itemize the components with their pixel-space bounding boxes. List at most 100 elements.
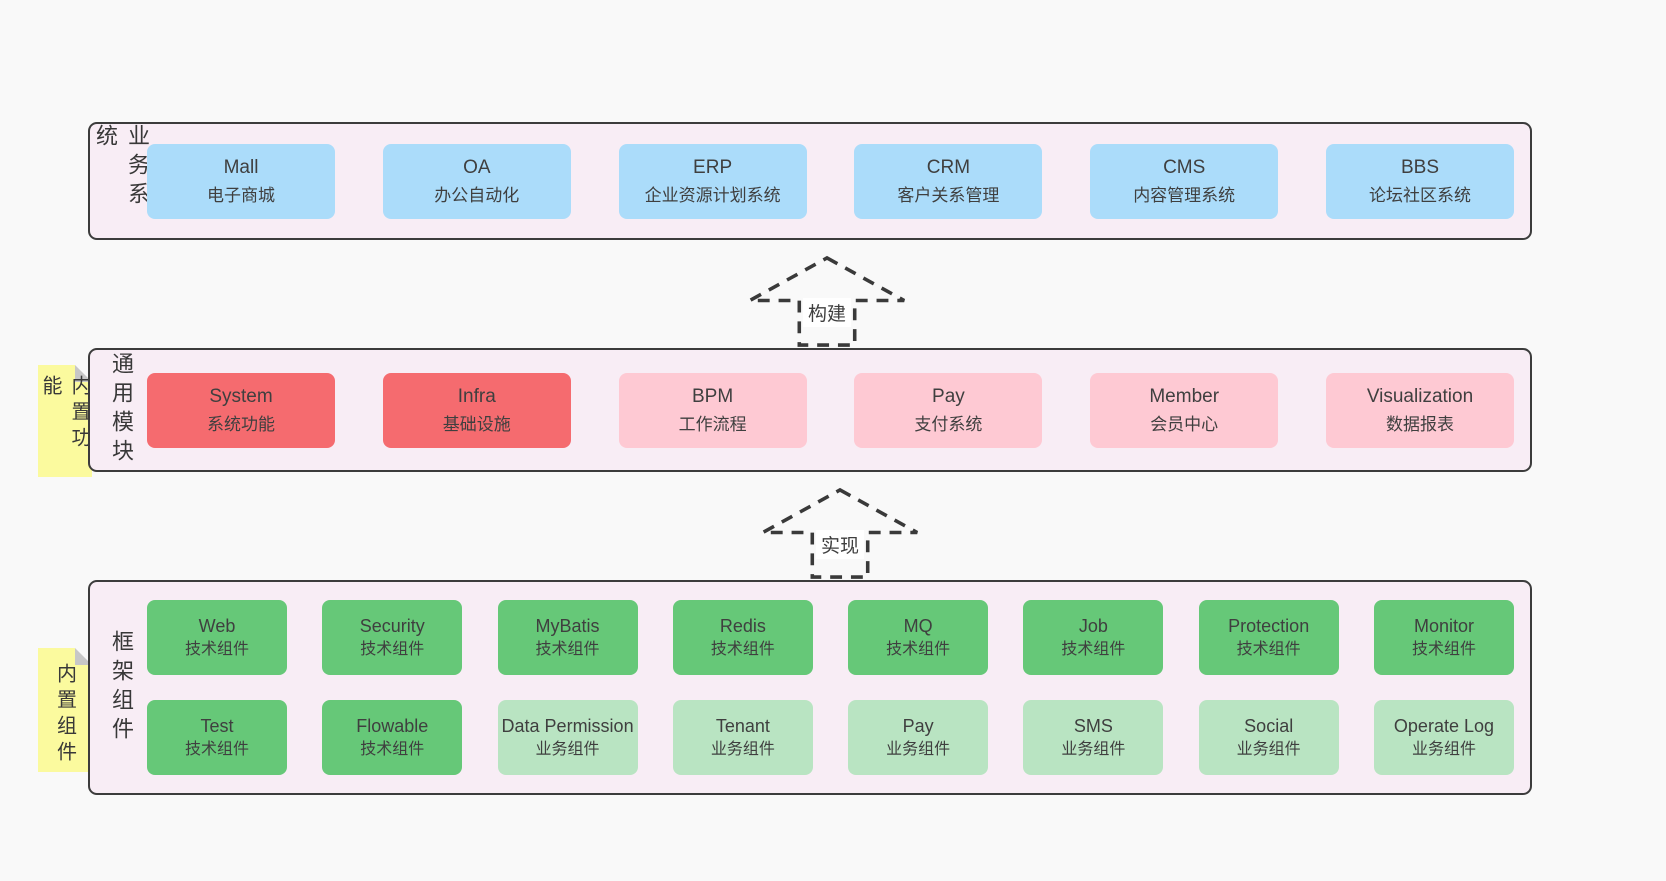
box-title: Infra bbox=[457, 386, 496, 407]
module-box-erp: ERP 企业资源计划系统 bbox=[618, 143, 807, 219]
dashed-up-arrow-icon bbox=[761, 487, 919, 579]
box-title: Member bbox=[1149, 386, 1220, 407]
module-box-member: Member 会员中心 bbox=[1090, 372, 1279, 448]
box-subtitle: 系统功能 bbox=[207, 414, 275, 434]
box-title: Visualization bbox=[1366, 386, 1474, 407]
box-title: MQ bbox=[903, 615, 933, 636]
box-subtitle: 技术组件 bbox=[535, 641, 600, 659]
box-title: MyBatis bbox=[535, 615, 600, 636]
box-title: Mall bbox=[223, 157, 259, 178]
box-subtitle: 技术组件 bbox=[184, 641, 249, 659]
box-subtitle: 业务组件 bbox=[1236, 741, 1301, 759]
sticky-note-text: 内置功能 bbox=[39, 375, 90, 453]
box-title: Monitor bbox=[1413, 615, 1474, 636]
box-title: Security bbox=[359, 615, 425, 636]
box-subtitle: 客户关系管理 bbox=[897, 185, 1000, 205]
box-subtitle: 论坛社区系统 bbox=[1368, 185, 1471, 205]
box-subtitle: 业务组件 bbox=[1411, 741, 1476, 759]
box-subtitle: 技术组件 bbox=[360, 741, 425, 759]
box-title: CRM bbox=[926, 157, 971, 178]
dashed-up-arrow-icon bbox=[748, 255, 906, 347]
box-title: Redis bbox=[719, 615, 766, 636]
box-subtitle: 支付系统 bbox=[914, 414, 983, 434]
box-subtitle: 会员中心 bbox=[1150, 414, 1219, 434]
panel-business-systems: 业务系统 Mall 电子商城 OA 办公自动化 ERP 企业资源计划系统 CRM 客户关系管理… bbox=[88, 122, 1532, 240]
section-label-framework-components: 框架组件 bbox=[109, 629, 134, 746]
module-box-flowable: Flowable 技术组件 bbox=[322, 700, 463, 775]
arrow-implement-label: 实现 bbox=[815, 530, 865, 559]
box-subtitle: 内容管理系统 bbox=[1133, 185, 1236, 205]
module-box-tenant: Tenant 业务组件 bbox=[672, 700, 813, 775]
module-box-infra: Infra 基础设施 bbox=[382, 372, 571, 448]
box-title: System bbox=[209, 386, 273, 407]
box-title: SMS bbox=[1073, 715, 1113, 736]
box-subtitle: 企业资源计划系统 bbox=[644, 185, 781, 205]
module-box-mybatis: MyBatis 技术组件 bbox=[497, 600, 638, 675]
module-box-mall: Mall 电子商城 bbox=[147, 143, 335, 219]
business-systems-rows: Mall 电子商城 OA 办公自动化 ERP 企业资源计划系统 CRM 客户关系管理 CMS 内容… bbox=[147, 124, 1514, 238]
module-box-sms: SMS 业务组件 bbox=[1023, 700, 1164, 775]
box-subtitle: 基础设施 bbox=[442, 414, 511, 434]
module-box-mq: MQ 技术组件 bbox=[848, 600, 989, 675]
module-box-bbs: BBS 论坛社区系统 bbox=[1325, 143, 1514, 219]
sticky-note-built-in-components: 内置组件 bbox=[38, 648, 92, 772]
module-box-crm: CRM 客户关系管理 bbox=[854, 143, 1043, 219]
section-label-business-systems: 业务系统 bbox=[93, 124, 150, 211]
arrow-build-label: 构建 bbox=[802, 298, 852, 327]
box-title: BBS bbox=[1400, 157, 1439, 178]
box-subtitle: 技术组件 bbox=[886, 641, 951, 659]
box-subtitle: 技术组件 bbox=[1411, 641, 1476, 659]
box-subtitle: 工作流程 bbox=[678, 414, 747, 434]
module-box-cms: CMS 内容管理系统 bbox=[1090, 143, 1279, 219]
box-title: ERP bbox=[693, 157, 733, 178]
module-box-redis: Redis 技术组件 bbox=[672, 600, 813, 675]
sticky-note-text: 内置组件 bbox=[53, 663, 76, 767]
box-title: Web bbox=[198, 615, 236, 636]
box-title: Operate Log bbox=[1393, 715, 1494, 736]
module-box-operate-log: Operate Log 业务组件 bbox=[1373, 700, 1514, 775]
box-row: Mall 电子商城 OA 办公自动化 ERP 企业资源计划系统 CRM 客户关系管理 CMS 内容… bbox=[147, 143, 1514, 219]
module-box-bpm: BPM 工作流程 bbox=[618, 372, 807, 448]
box-title: Test bbox=[200, 715, 234, 736]
box-title: Job bbox=[1078, 615, 1108, 636]
box-title: Protection bbox=[1228, 615, 1310, 636]
module-box-visualization: Visualization 数据报表 bbox=[1325, 372, 1514, 448]
box-title: OA bbox=[463, 157, 491, 178]
arrow-implement: 实现 bbox=[750, 486, 930, 581]
module-box-pay: Pay 业务组件 bbox=[848, 700, 989, 775]
box-subtitle: 技术组件 bbox=[710, 641, 775, 659]
module-box-social: Social 业务组件 bbox=[1198, 700, 1339, 775]
box-subtitle: 业务组件 bbox=[710, 741, 775, 759]
box-title: Flowable bbox=[356, 715, 429, 736]
box-title: Tenant bbox=[715, 715, 770, 736]
box-subtitle: 业务组件 bbox=[886, 741, 951, 759]
box-title: BPM bbox=[692, 386, 734, 407]
box-subtitle: 技术组件 bbox=[1061, 641, 1126, 659]
box-subtitle: 数据报表 bbox=[1385, 414, 1454, 434]
module-box-web: Web 技术组件 bbox=[147, 600, 287, 675]
module-box-job: Job 技术组件 bbox=[1023, 600, 1164, 675]
module-box-system: System 系统功能 bbox=[147, 372, 335, 448]
box-title: Pay bbox=[902, 715, 934, 736]
box-subtitle: 办公自动化 bbox=[434, 185, 520, 205]
section-label-common-modules: 通用模块 bbox=[109, 352, 134, 468]
box-subtitle: 业务组件 bbox=[535, 741, 600, 759]
box-subtitle: 电子商城 bbox=[207, 185, 275, 205]
arrow-build: 构建 bbox=[737, 254, 917, 349]
box-subtitle: 业务组件 bbox=[1061, 741, 1126, 759]
box-title: Social bbox=[1244, 715, 1294, 736]
box-subtitle: 技术组件 bbox=[360, 641, 425, 659]
module-box-security: Security 技术组件 bbox=[322, 600, 463, 675]
box-title: CMS bbox=[1163, 157, 1206, 178]
